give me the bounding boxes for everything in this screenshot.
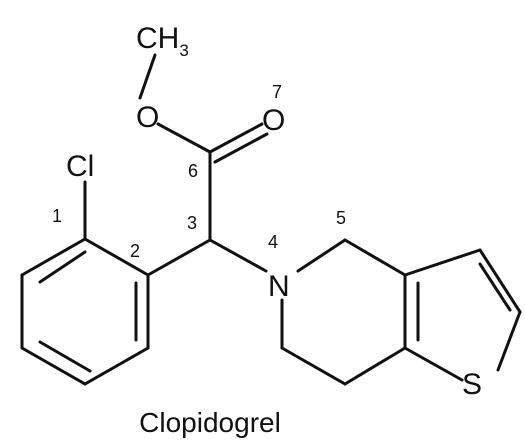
benzene-ring [20,237,150,386]
ring-bond [280,346,347,386]
ring-bond [403,248,482,277]
ring-bond [296,238,347,273]
ring-bond [20,346,87,386]
ring-bond [496,310,522,372]
ring-bond [343,238,407,277]
ring-double-bond [38,340,92,373]
molecule-name: Clopidogrel [139,407,281,438]
ring-bond [83,237,150,277]
bond-methyl-ester-o [138,53,157,100]
bond-c3-c2 [146,238,212,277]
locant-3: 3 [187,213,197,233]
ring-bond [403,346,464,382]
ester-oxygen-label: O [136,101,159,134]
methyl-label: CH3 [136,22,189,60]
bond-c3-n [208,238,268,273]
piperidine-ring [280,238,407,386]
carbonyl-oxygen-label: O [262,104,285,137]
locant-4: 4 [268,232,278,252]
ring-double-bond [38,250,87,284]
sulfur-label: S [462,368,482,401]
locant-1: 1 [52,206,62,226]
nitrogen-label: N [268,270,290,303]
bond-c6-o7-a [208,122,264,154]
thiophene-ring [403,248,522,382]
ring-bond [83,346,150,386]
locant-7: 7 [272,82,282,102]
locant-5: 5 [336,208,346,228]
ring-double-bond [478,262,512,312]
chlorine-label: Cl [66,150,94,183]
ring-bond [478,248,522,314]
bond-c6-o7-b [213,132,269,164]
methyl-subscript: 3 [179,41,188,60]
locant-2: 2 [130,241,140,261]
bond-ester-o-c6 [156,122,212,154]
ring-bond [20,237,87,277]
locant-6: 6 [188,161,198,181]
ring-bond [343,346,407,386]
